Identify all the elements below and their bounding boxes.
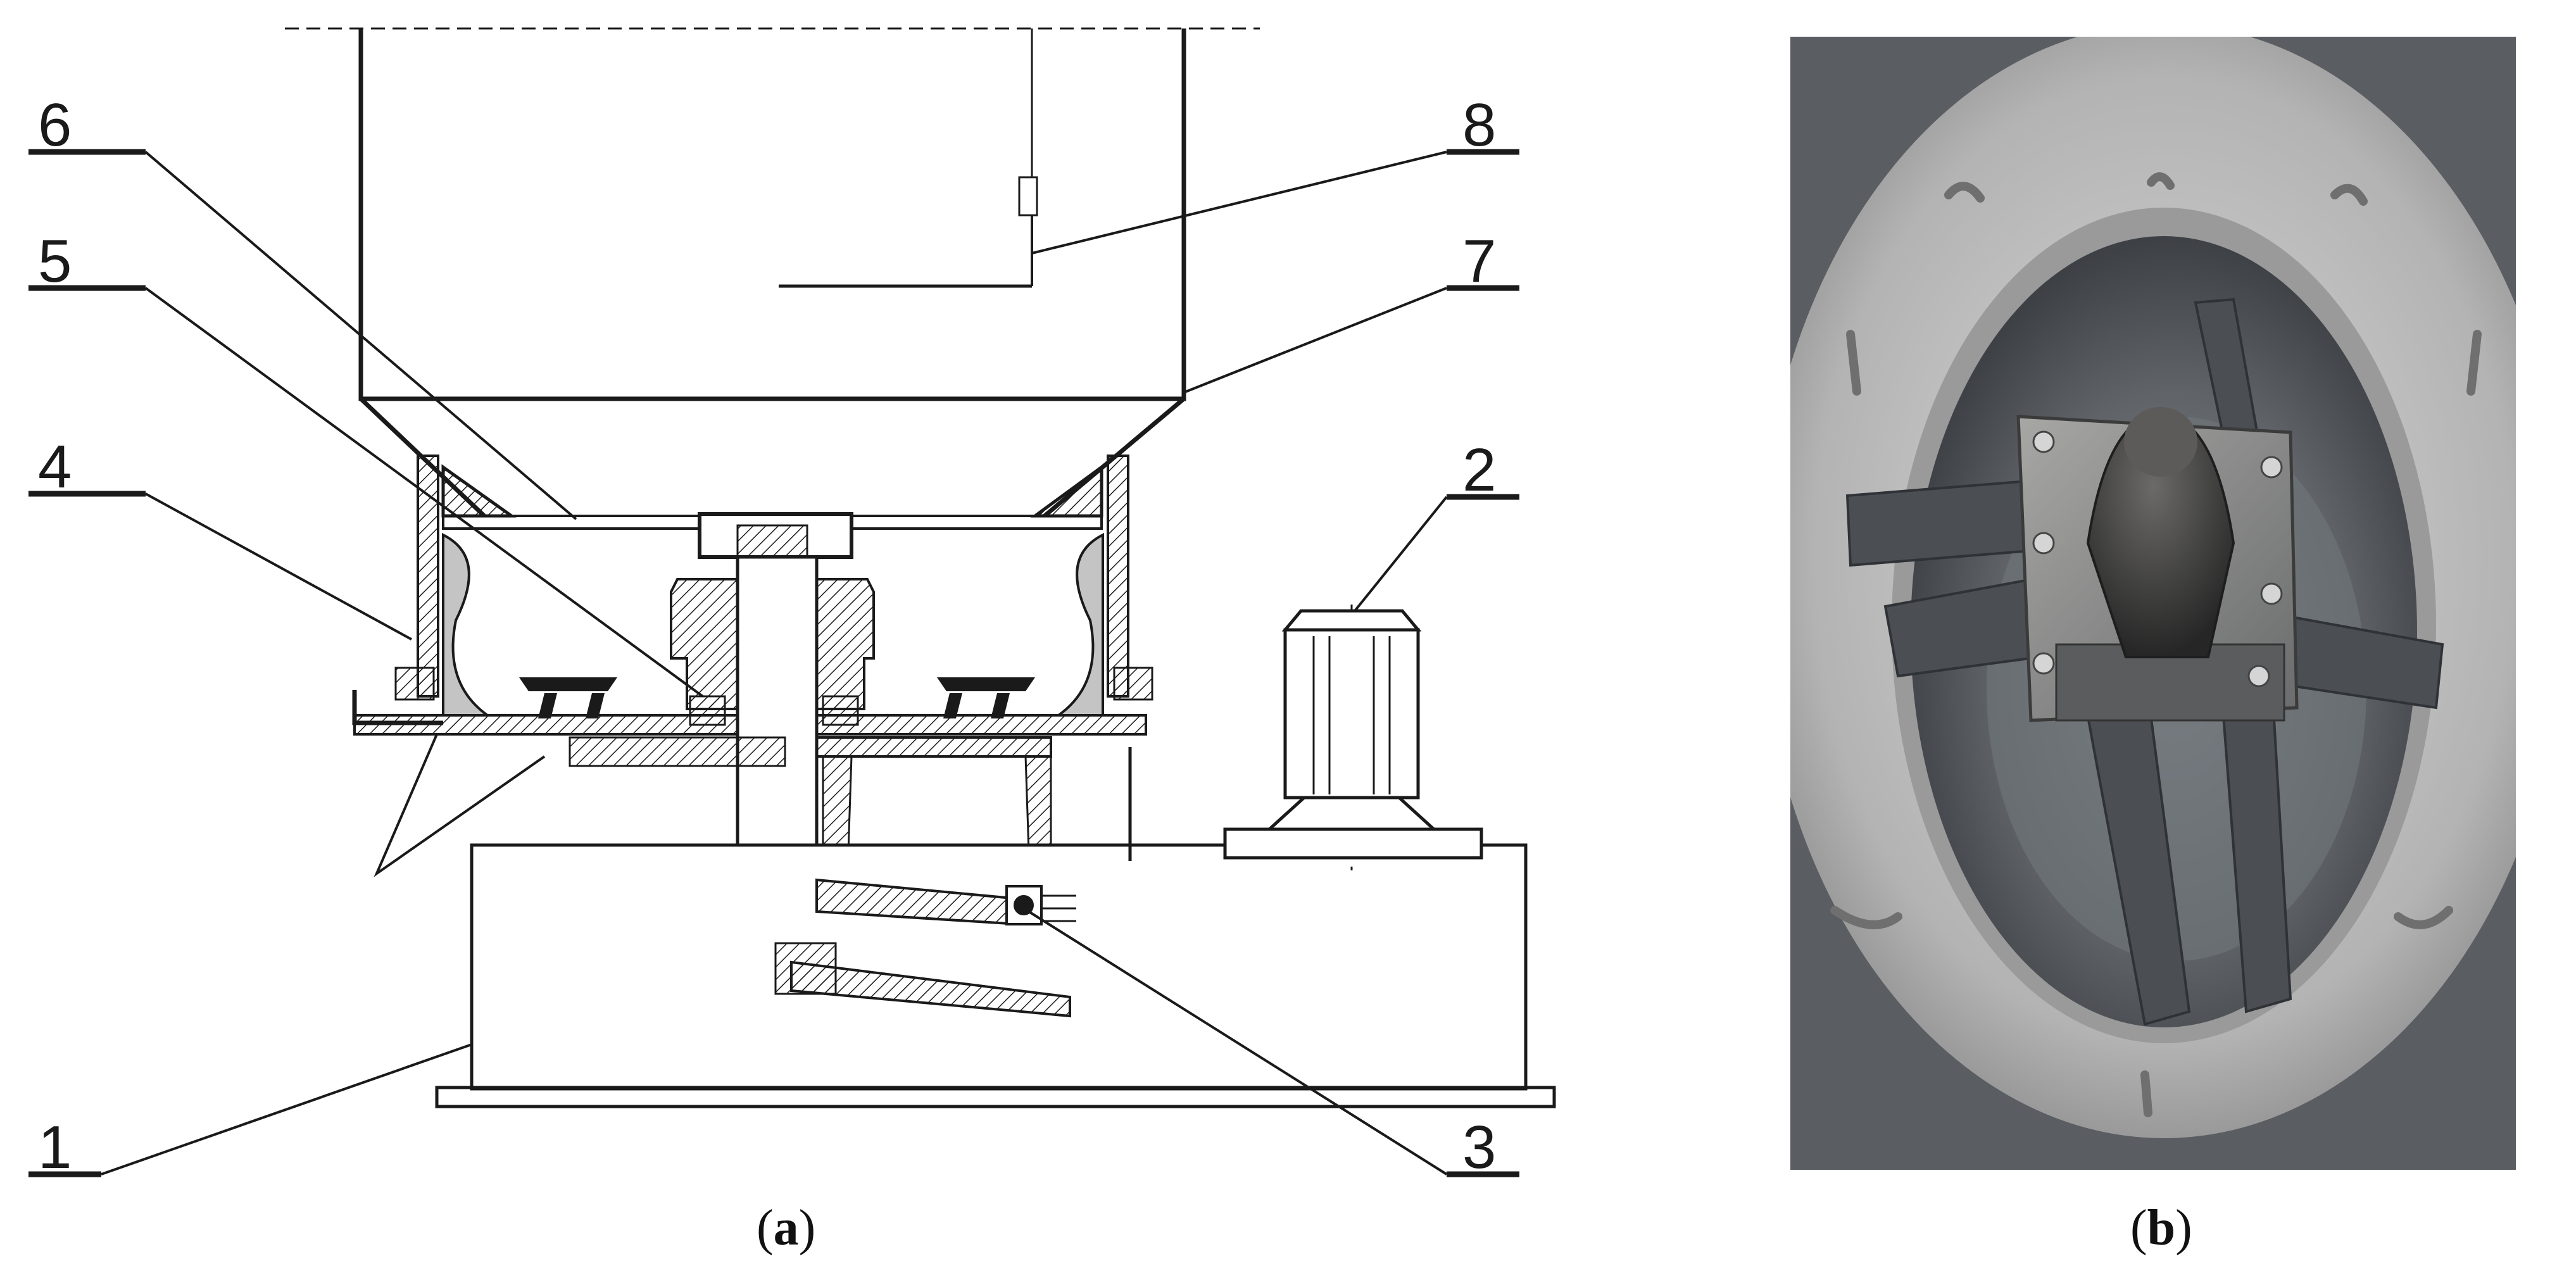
bearing-support-left (822, 755, 853, 853)
rim-weld-marks (1830, 172, 2482, 1117)
funnel-lip-left (441, 464, 517, 518)
frame-base-plate (435, 1086, 1556, 1108)
discharge-flange (569, 736, 786, 767)
hub-nut-right (822, 695, 859, 726)
callout-1: 1 (38, 1113, 72, 1181)
rotor-blades (519, 677, 1035, 718)
level-sensor-body (1018, 176, 1038, 216)
motor-base (1223, 827, 1483, 860)
motor-mount (1265, 796, 1438, 831)
housing-wall-left (417, 455, 439, 698)
leader-lines (28, 149, 1519, 1177)
rotor-hub-right (815, 578, 875, 710)
wear-insert-right (1054, 532, 1104, 717)
discharge-chute (374, 734, 546, 877)
callout-4: 4 (38, 433, 72, 501)
block-bolts (2032, 430, 2283, 687)
motor-cap (1281, 609, 1422, 632)
hub-nut-left (689, 695, 726, 726)
cap-gear (736, 524, 808, 558)
funnel-lip-right (1030, 464, 1103, 518)
callout-2: 2 (1462, 436, 1497, 504)
bearing-housing (815, 736, 1052, 758)
hopper (358, 28, 1186, 401)
cross-section-drawing (28, 27, 1556, 1177)
pulley-hub (774, 942, 837, 995)
grinder-photo (1790, 37, 2516, 1170)
machine-frame (470, 843, 1528, 1091)
bearing-support-right (1024, 755, 1052, 853)
callout-5: 5 (38, 227, 72, 295)
caption-a: (a) (757, 1200, 816, 1256)
callout-6: 6 (38, 91, 72, 159)
motor-body (1283, 628, 1420, 800)
caption-b: (b) (2130, 1200, 2192, 1256)
callout-3: 3 (1462, 1113, 1497, 1181)
motor-fins (1312, 636, 1391, 794)
callout-7: 7 (1462, 227, 1497, 295)
rotor-shaft (736, 555, 819, 856)
housing-wall-right (1107, 455, 1129, 698)
housing-flange-left (394, 667, 435, 701)
rotor-hub-left (670, 578, 739, 710)
housing-flange-right (1113, 667, 1153, 701)
callout-8: 8 (1462, 91, 1497, 159)
cone-tip (2124, 407, 2197, 477)
wear-insert-left (442, 532, 492, 717)
